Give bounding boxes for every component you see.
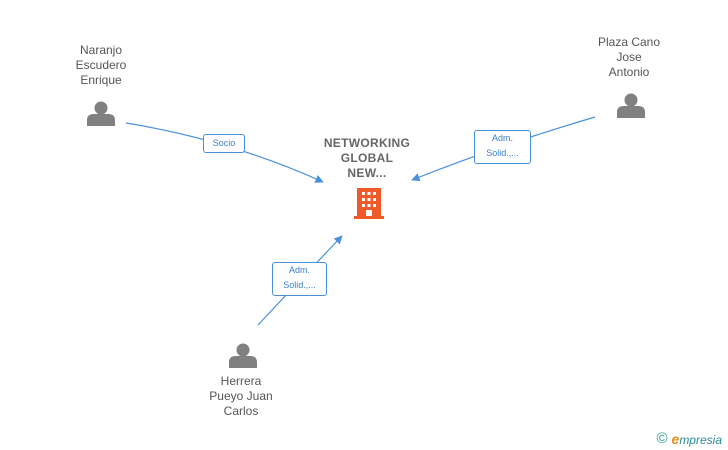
company-name[interactable]: NETWORKING GLOBAL NEW... <box>323 136 411 180</box>
building-icon[interactable] <box>354 188 384 219</box>
brand-name: mpresia <box>679 432 722 447</box>
brand-logo: empresia <box>672 431 722 447</box>
edge-label-adm-solid: Adm. Solid.,... <box>272 262 327 296</box>
person-icon[interactable] <box>87 101 115 127</box>
person-name-naranjo[interactable]: Naranjo Escudero Enrique <box>75 43 127 87</box>
edge-label-socio: Socio <box>203 134 245 153</box>
person-name-herrera[interactable]: Herrera Pueyo Juan Carlos <box>209 374 273 418</box>
person-name-plaza[interactable]: Plaza Cano Jose Antonio <box>597 35 661 79</box>
person-icon[interactable] <box>229 343 257 369</box>
copyright-icon: © <box>656 430 668 447</box>
edge-label-adm-solid: Adm. Solid.,... <box>474 130 531 164</box>
person-icon[interactable] <box>617 93 645 119</box>
brand-footer[interactable]: © empresia <box>656 430 722 447</box>
brand-initial: e <box>671 430 680 447</box>
